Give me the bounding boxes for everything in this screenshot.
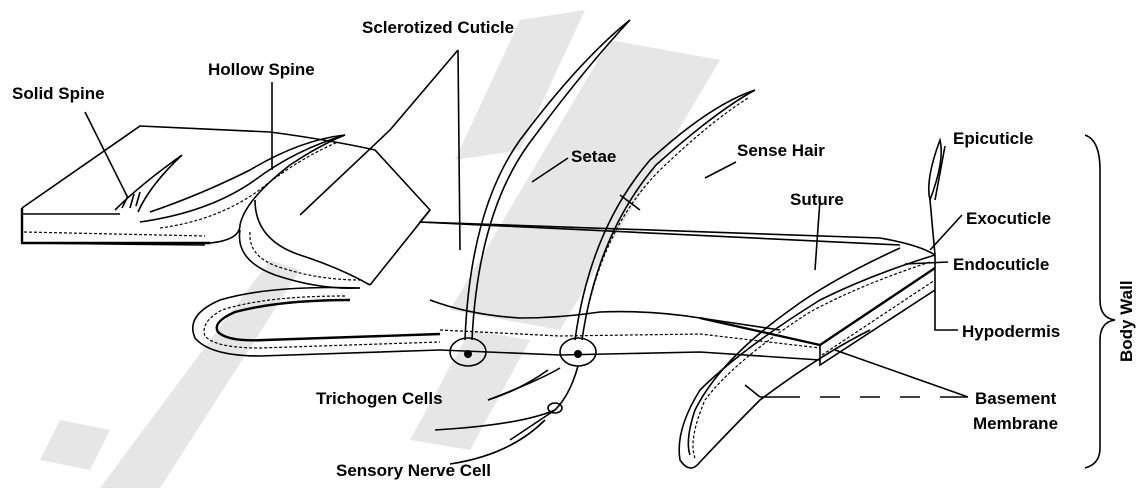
label-suture: Suture [790, 190, 844, 209]
sensory-nerve-cell-body [548, 403, 562, 413]
label-basement: Basement [975, 389, 1057, 408]
label-sense-hair: Sense Hair [737, 141, 825, 160]
label-exocuticle: Exocuticle [966, 209, 1051, 228]
left-cuticle-plate [22, 126, 270, 245]
body-wall-brace [1085, 135, 1115, 468]
label-endocuticle: Endocuticle [953, 255, 1049, 274]
label-setae: Setae [571, 147, 616, 166]
label-membrane: Membrane [973, 414, 1058, 433]
watermark [40, 10, 720, 488]
label-sensory-nerve-cell: Sensory Nerve Cell [336, 461, 491, 480]
label-sclerotized-cuticle: Sclerotized Cuticle [362, 18, 514, 37]
hollow-spine-fold [140, 132, 430, 288]
label-solid-spine: Solid Spine [12, 84, 105, 103]
label-trichogen-cells: Trichogen Cells [316, 389, 443, 408]
label-body-wall: Body Wall [1117, 280, 1136, 362]
label-hollow-spine: Hollow Spine [208, 60, 315, 79]
label-hypodermis: Hypodermis [962, 322, 1060, 341]
label-epicuticle: Epicuticle [953, 129, 1033, 148]
